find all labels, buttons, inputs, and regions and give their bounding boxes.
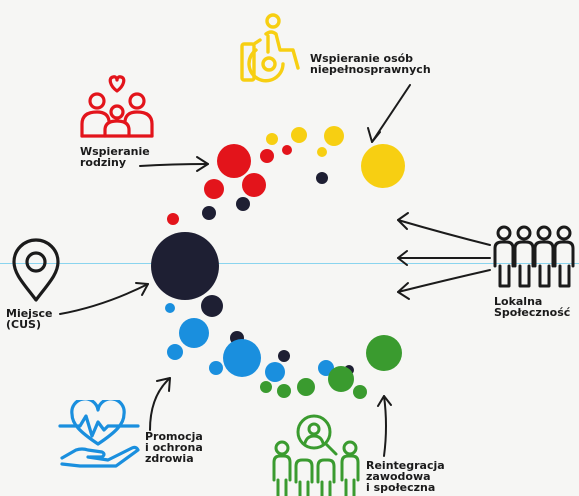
- arrow: [156, 377, 171, 392]
- navy-dot: [278, 350, 290, 362]
- red-dot: [260, 149, 274, 163]
- blue-dot: [318, 360, 334, 376]
- location-pin-icon: [12, 238, 60, 302]
- red-dot: [242, 173, 266, 197]
- arrow: [377, 395, 392, 407]
- arrow: [135, 282, 149, 296]
- arrow: [397, 250, 408, 266]
- yellow-dot: [361, 144, 405, 188]
- green-dot: [297, 378, 315, 396]
- blue-dot: [223, 339, 261, 377]
- green-dot: [366, 335, 402, 371]
- navy-dot: [316, 172, 328, 184]
- arrow: [139, 163, 209, 167]
- arrow: [397, 219, 491, 246]
- arrow: [59, 283, 149, 315]
- wheelchair-user-icon: [240, 13, 300, 83]
- navy-dot: [151, 232, 219, 300]
- green-dot: [353, 385, 367, 399]
- guide-line: [0, 263, 579, 264]
- green-dot: [260, 381, 272, 393]
- red-dot: [167, 213, 179, 225]
- arrow: [149, 377, 171, 431]
- red-dot: [282, 145, 292, 155]
- arrow: [397, 212, 409, 230]
- arrow: [397, 269, 491, 293]
- yellow-dot: [266, 133, 278, 145]
- green-dot: [328, 366, 354, 392]
- arrow: [196, 156, 209, 172]
- navy-dot: [236, 197, 250, 211]
- red-dot: [204, 179, 224, 199]
- blue-dot: [209, 361, 223, 375]
- navy-dot: [202, 206, 216, 220]
- family-heart-icon: [80, 75, 154, 138]
- red-dot: [217, 144, 251, 178]
- yellow-dot: [291, 127, 307, 143]
- arrow: [367, 127, 381, 143]
- blue-dot: [265, 362, 285, 382]
- blue-dot: [179, 318, 209, 348]
- green-dot: [277, 384, 291, 398]
- arrow: [383, 395, 387, 457]
- people-magnifier-icon: [272, 414, 360, 496]
- navy-dot: [201, 295, 223, 317]
- label-place: Miejsce(CUS): [6, 307, 53, 331]
- community-people-icon: [493, 225, 575, 288]
- blue-dot: [167, 344, 183, 360]
- yellow-dot: [324, 126, 344, 146]
- arrow: [397, 282, 410, 300]
- blue-dot: [165, 303, 175, 313]
- heartbeat-hand-icon: [58, 400, 140, 468]
- yellow-dot: [317, 147, 327, 157]
